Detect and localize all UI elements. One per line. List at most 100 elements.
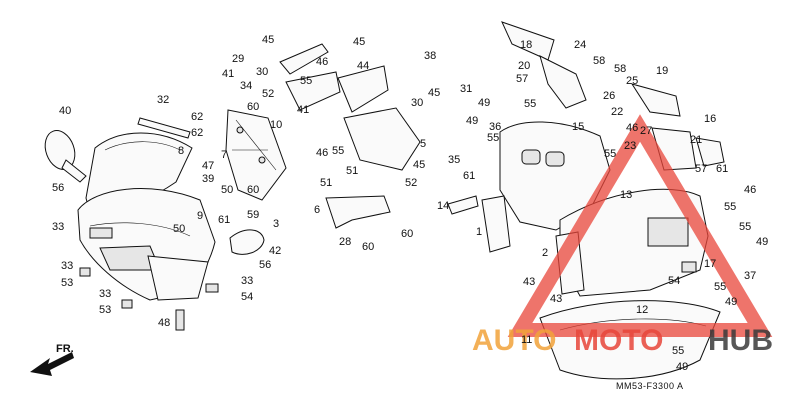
callout-label: 8 bbox=[178, 145, 184, 157]
callout-label: 29 bbox=[232, 53, 244, 65]
callout-label: 62 bbox=[191, 127, 203, 139]
callout-label: 43 bbox=[550, 293, 562, 305]
watermark-hub: HUB bbox=[708, 324, 773, 357]
callout-label: 55 bbox=[604, 148, 616, 160]
callout-label: 33 bbox=[99, 288, 111, 300]
callout-label: 52 bbox=[262, 88, 274, 100]
callout-label: 32 bbox=[157, 94, 169, 106]
side-cover bbox=[481, 195, 511, 253]
callout-label: 7 bbox=[221, 149, 227, 161]
callout-label: 1 bbox=[476, 226, 482, 238]
callout-label: 61 bbox=[463, 170, 475, 182]
watermark-auto: AUTO bbox=[472, 324, 556, 357]
callout-label: 61 bbox=[218, 214, 230, 226]
callout-label: 55 bbox=[724, 201, 736, 213]
callout-label: 54 bbox=[241, 291, 253, 303]
bracket-lower bbox=[325, 195, 391, 229]
callout-label: 60 bbox=[247, 184, 259, 196]
callout-label: 24 bbox=[574, 39, 586, 51]
callout-label: 6 bbox=[314, 204, 320, 216]
callout-label: 2 bbox=[542, 247, 548, 259]
callout-label: 60 bbox=[247, 101, 259, 113]
lower-cowl-logo bbox=[647, 217, 689, 247]
left-assembly: FR. bbox=[30, 43, 421, 376]
callout-label: 26 bbox=[603, 90, 615, 102]
callout-label: 57 bbox=[516, 73, 528, 85]
callout-label: 10 bbox=[270, 119, 282, 131]
callout-label: 44 bbox=[357, 60, 369, 72]
callout-label: 45 bbox=[413, 159, 425, 171]
stay-14 bbox=[447, 195, 479, 215]
callout-label: 28 bbox=[339, 236, 351, 248]
callout-label: 33 bbox=[52, 221, 64, 233]
callout-label: 61 bbox=[716, 163, 728, 175]
callout-label: 5 bbox=[420, 138, 426, 150]
inner-panel-top bbox=[337, 65, 389, 113]
cowl-stay bbox=[225, 109, 287, 201]
callout-label: 22 bbox=[611, 106, 623, 118]
callout-label: 58 bbox=[593, 55, 605, 67]
bolt-48 bbox=[175, 309, 185, 331]
callout-label: 41 bbox=[222, 68, 234, 80]
callout-label: 43 bbox=[523, 276, 535, 288]
callout-label: 30 bbox=[411, 97, 423, 109]
callout-label: 48 bbox=[158, 317, 170, 329]
side-strip-lower bbox=[539, 55, 587, 109]
inner-panel bbox=[343, 107, 421, 171]
callout-label: 38 bbox=[424, 50, 436, 62]
cushion-c bbox=[205, 283, 219, 293]
callout-label: 59 bbox=[247, 209, 259, 221]
diagram-code: MM53-F3300 A bbox=[616, 381, 684, 391]
callout-label: 53 bbox=[99, 304, 111, 316]
callout-label: 55 bbox=[300, 75, 312, 87]
callout-label: 15 bbox=[572, 121, 584, 133]
callout-label: 14 bbox=[437, 200, 449, 212]
callout-label: 53 bbox=[61, 277, 73, 289]
callout-label: 12 bbox=[636, 304, 648, 316]
clip-17 bbox=[681, 261, 697, 273]
watermark-moto: MOTO bbox=[574, 324, 663, 357]
callout-label: 51 bbox=[320, 177, 332, 189]
mirror bbox=[44, 130, 87, 183]
callout-label: 9 bbox=[197, 210, 203, 222]
watermark-triangle bbox=[507, 114, 773, 337]
callout-label: 55 bbox=[739, 221, 751, 233]
callout-label: 58 bbox=[614, 63, 626, 75]
callout-label: 46 bbox=[626, 122, 638, 134]
callout-label: 55 bbox=[672, 345, 684, 357]
watermark: AUTO MOTO HUB bbox=[472, 114, 773, 357]
callout-label: 49 bbox=[676, 361, 688, 373]
right-assembly: MM53-F3300 A bbox=[447, 21, 725, 391]
callout-label: 60 bbox=[401, 228, 413, 240]
callout-label: 45 bbox=[262, 34, 274, 46]
callout-label: 50 bbox=[221, 184, 233, 196]
callout-label: 57 bbox=[695, 163, 707, 175]
callout-label: 51 bbox=[346, 165, 358, 177]
callout-label: 25 bbox=[626, 75, 638, 87]
callout-label: 46 bbox=[316, 147, 328, 159]
callout-label: 56 bbox=[259, 259, 271, 271]
callout-label: 42 bbox=[269, 245, 281, 257]
callout-label: 47 bbox=[202, 160, 214, 172]
callout-label: 21 bbox=[690, 134, 702, 146]
callout-label: 33 bbox=[241, 275, 253, 287]
callout-label: 49 bbox=[478, 97, 490, 109]
callout-label: 16 bbox=[704, 113, 716, 125]
callout-label: 55 bbox=[332, 145, 344, 157]
vent-a bbox=[521, 149, 541, 165]
callout-label: 45 bbox=[428, 87, 440, 99]
vent-b bbox=[545, 151, 565, 167]
callout-label: 60 bbox=[362, 241, 374, 253]
callout-label: 49 bbox=[756, 236, 768, 248]
callout-label: 54 bbox=[668, 275, 680, 287]
callout-label: 18 bbox=[520, 39, 532, 51]
callout-label: 50 bbox=[173, 223, 185, 235]
callout-label: 46 bbox=[744, 184, 756, 196]
callout-label: 11 bbox=[521, 334, 532, 346]
callout-label: 55 bbox=[524, 98, 536, 110]
callout-label: 13 bbox=[620, 189, 632, 201]
callout-label: 23 bbox=[624, 140, 636, 152]
callout-label: 55 bbox=[714, 281, 726, 293]
